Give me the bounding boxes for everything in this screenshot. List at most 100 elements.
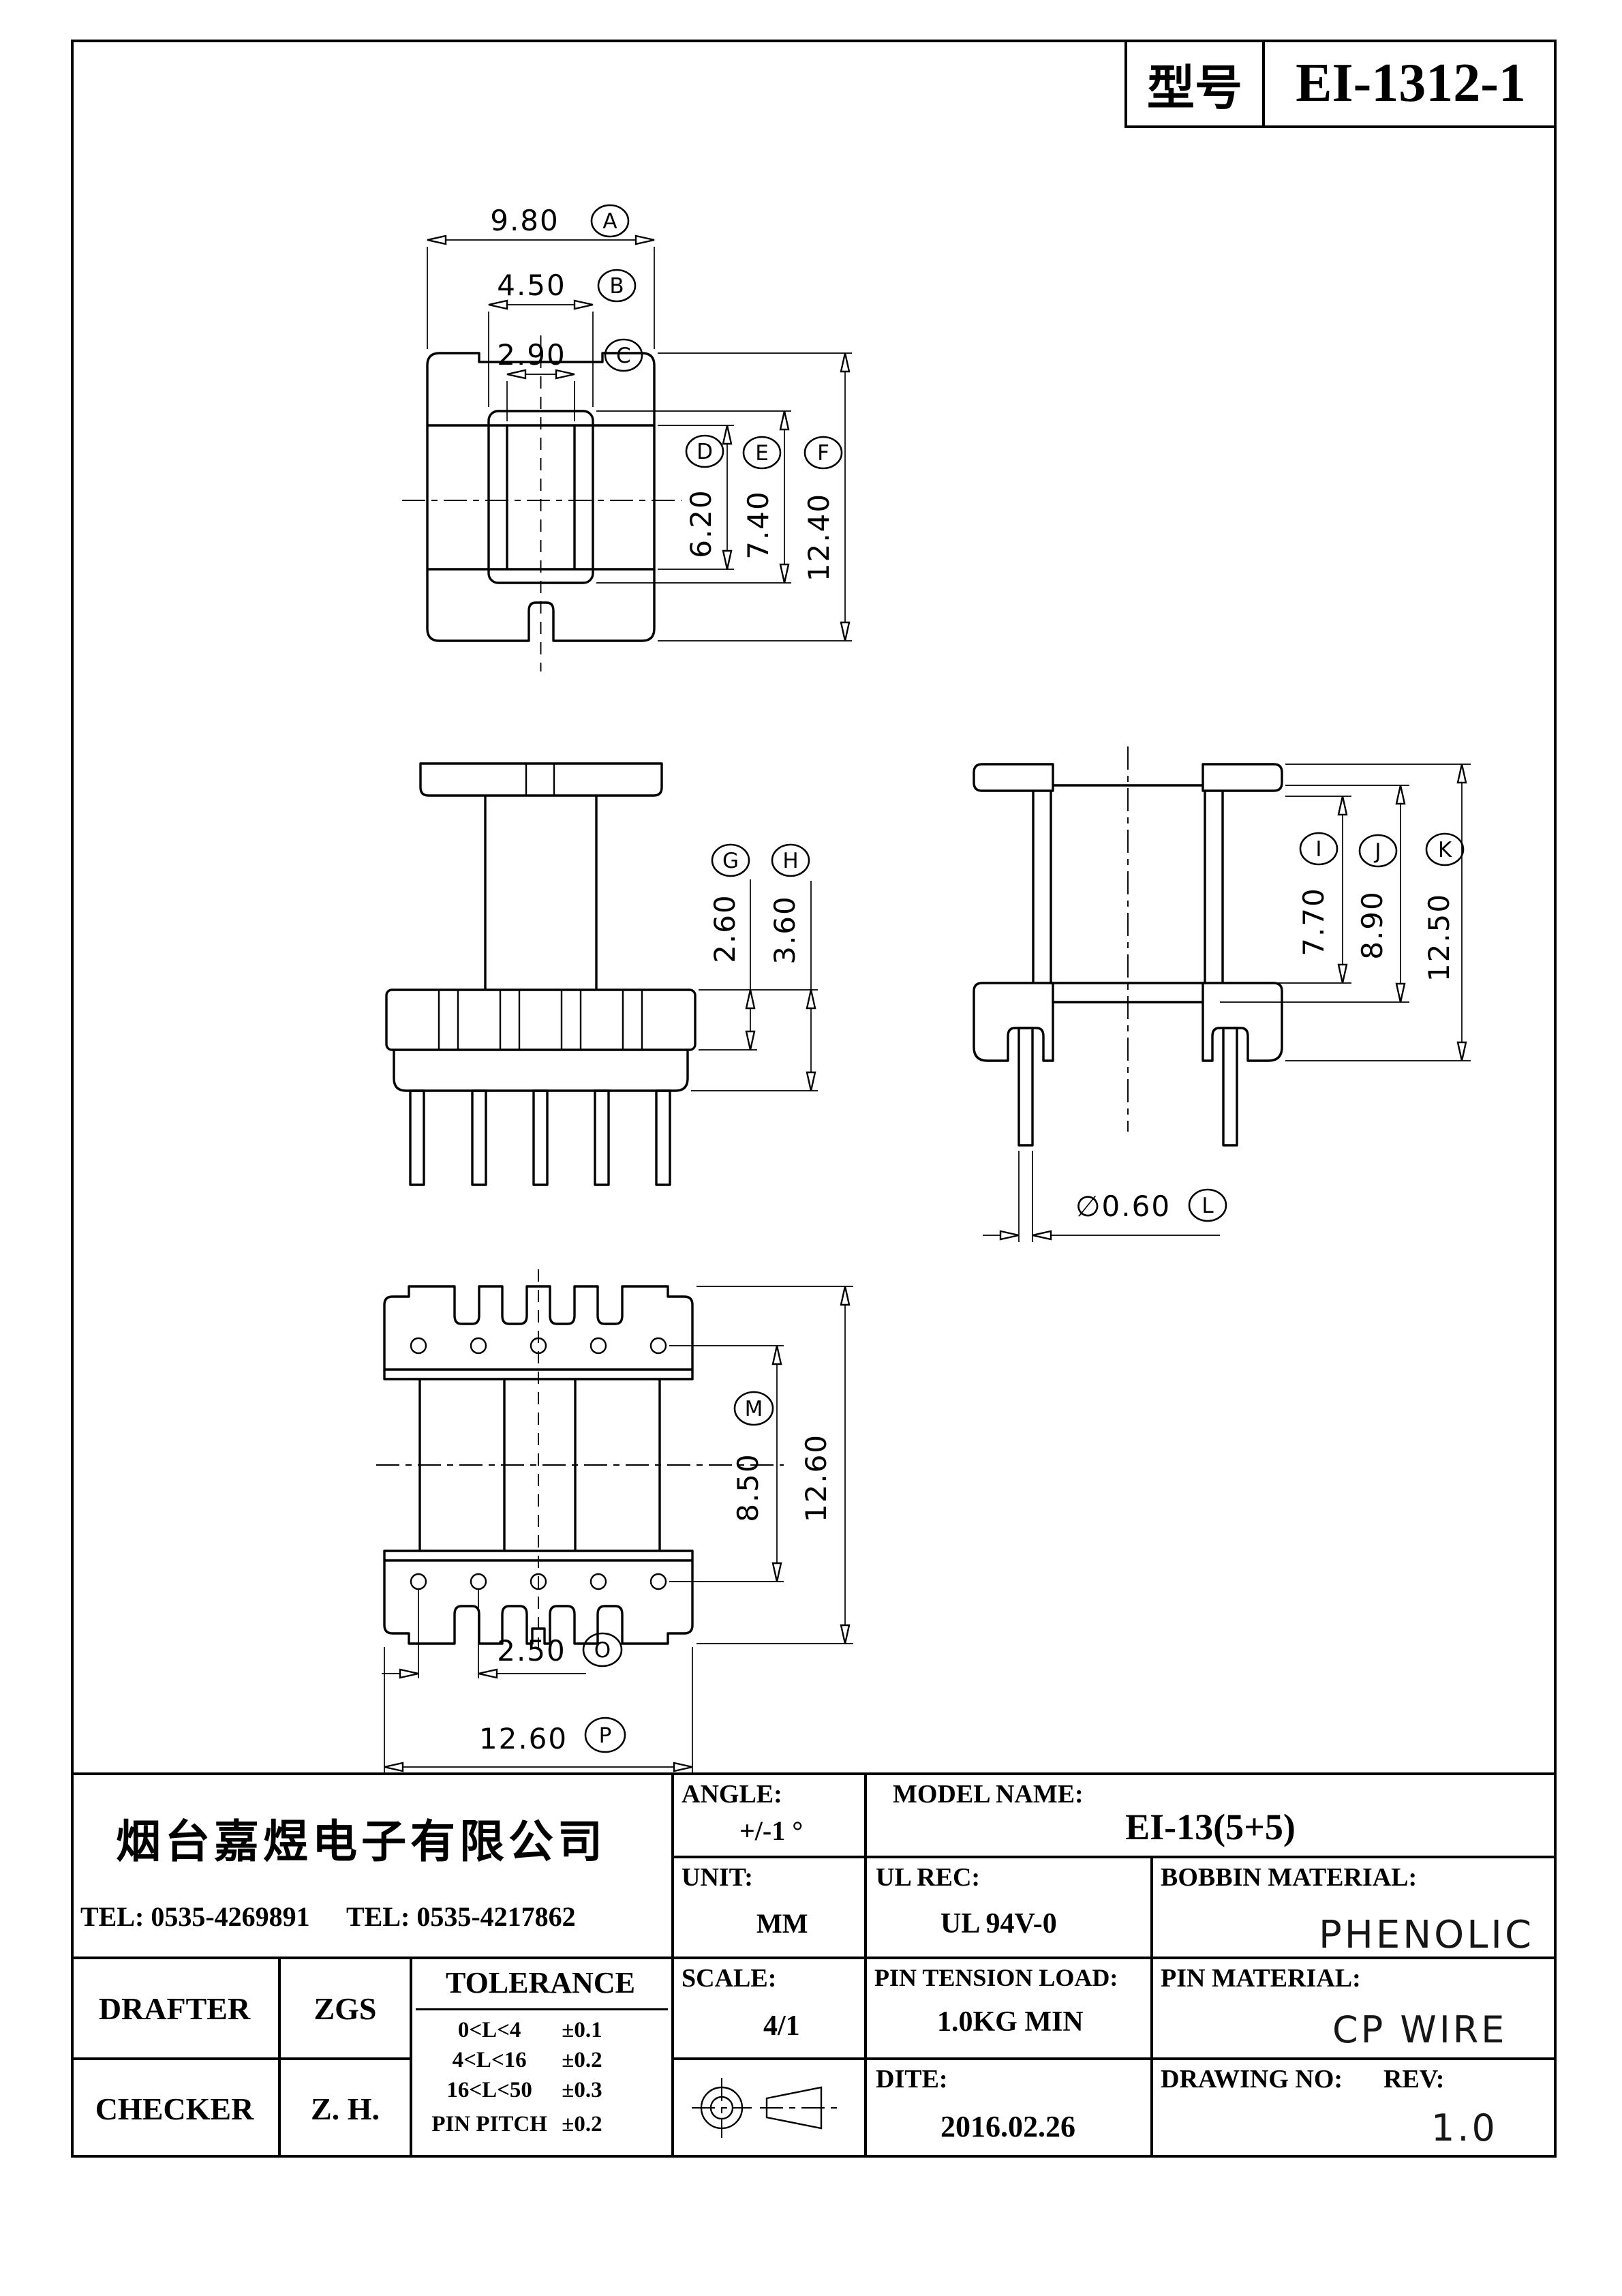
company-tel-2: TEL: 0535-4217862: [346, 1901, 576, 1932]
dim-letter-I-bubble: [1299, 832, 1338, 866]
dim-letter-A: A: [602, 209, 617, 234]
dim-letter-O-bubble: [582, 1632, 623, 1667]
table-col-line-4: [278, 1957, 281, 2158]
bottom-view-dimension-lines: [382, 1286, 853, 1772]
titleblock-vline-left: [1124, 40, 1127, 128]
top-view-drawing: 9.80 A 4.50 B 2.90 C D 6.20 E 7.40 F 12.…: [402, 204, 852, 671]
table-col-line-2: [864, 1772, 867, 2158]
company-tel-1: TEL: 0535-4269891: [80, 1901, 310, 1932]
top-view-centerlines: [402, 335, 682, 671]
left-pedestal: [973, 982, 1054, 1062]
model-code-value: EI-1312-1: [1296, 52, 1526, 113]
dim-A-value: 9.80: [490, 204, 560, 237]
dim-letter-C-bubble: [604, 338, 643, 372]
dim-letter-P: P: [599, 1723, 612, 1748]
front-view-dimension-lines: [691, 879, 818, 1091]
model-name-label: MODEL NAME:: [893, 1780, 1084, 1809]
ul-rec-value: UL 94V-0: [940, 1908, 1057, 1939]
dim-overall-value: 12.60: [799, 1434, 833, 1522]
dim-letter-C: C: [616, 344, 631, 368]
dim-B-value: 4.50: [497, 269, 566, 302]
dim-letter-F: F: [817, 441, 829, 466]
right-top-tab: [1202, 763, 1283, 792]
projection-symbol: [692, 2078, 843, 2138]
dim-letter-O: O: [594, 1638, 611, 1663]
front-view-dimension-text: G 2.60 H 3.60: [708, 843, 810, 965]
dim-letter-G-bubble: [711, 843, 750, 877]
bottom-view-centerlines: [376, 1269, 784, 1657]
dim-letter-E-bubble: [742, 436, 782, 470]
dim-letter-M-bubble: [733, 1391, 774, 1426]
dim-L-value: ∅0.60: [1075, 1190, 1171, 1223]
unit-label: UNIT:: [682, 1863, 753, 1892]
side-view-drawing: I 7.70 J 8.90 K 12.50 ∅0.60 L: [973, 746, 1471, 1242]
dim-letter-L: L: [1202, 1194, 1214, 1218]
table-row-line-2: [71, 1957, 1557, 1959]
tolerance-row-4: PIN PITCH ±0.2: [417, 2112, 667, 2137]
front-view-drawing: G 2.60 H 3.60: [385, 762, 818, 1186]
dim-letter-F-bubble: [804, 436, 843, 470]
pin-strip: [393, 1050, 689, 1092]
checker-value: Z. H.: [311, 2091, 380, 2126]
side-pin-right: [1222, 1027, 1238, 1147]
side-pin-left: [1017, 1027, 1034, 1147]
dim-letter-E: E: [755, 441, 769, 466]
pin-tension-value: 1.0KG MIN: [937, 2006, 1084, 2038]
dim-C-value: 2.90: [497, 338, 566, 372]
bobbin-body-outline: [426, 352, 656, 642]
bottom-view-dimension-text: M 8.50 12.60 2.50 O 12.60 P: [479, 1391, 833, 1755]
table-col-line-5: [410, 1957, 412, 2158]
tolerance-underline: [416, 2008, 668, 2010]
pin-5: [655, 1089, 671, 1186]
tolerance-range: 16<L<50: [446, 2078, 532, 2102]
dim-K-value: 12.50: [1422, 893, 1456, 982]
tolerance-row-3: 16<L<50 ±0.3: [417, 2078, 667, 2103]
checker-label: CHECKER: [95, 2091, 254, 2126]
tolerance-value: ±0.3: [562, 2078, 602, 2102]
rev-value: 1.0: [1431, 2106, 1498, 2149]
dim-letter-B: B: [609, 274, 624, 299]
pin-4: [594, 1089, 610, 1186]
date-value: 2016.02.26: [940, 2110, 1075, 2143]
top-view-dimension-lines: [427, 235, 852, 641]
dim-H-value: 3.60: [768, 895, 801, 965]
scale-label: SCALE:: [682, 1964, 777, 1993]
angle-label: ANGLE:: [682, 1780, 782, 1809]
table-row-line-1: [671, 1856, 1557, 1858]
top-flange-edge: [419, 762, 663, 797]
dim-E-value: 7.40: [741, 490, 775, 560]
rev-label: REV:: [1383, 2065, 1445, 2094]
drafter-value: ZGS: [313, 1991, 377, 2026]
dim-letter-G: G: [722, 849, 739, 873]
drawing-no-label: DRAWING NO:: [1161, 2065, 1343, 2094]
bobbin-material-label: BOBBIN MATERIAL:: [1161, 1863, 1418, 1892]
dim-letter-J: J: [1373, 839, 1381, 864]
dim-O-value: 2.50: [497, 1634, 566, 1667]
angle-value: +/-1 °: [739, 1815, 804, 1846]
top-view-outline: [426, 352, 656, 642]
side-view-outline: [973, 763, 1283, 1147]
tolerance-range: 0<L<4: [457, 2018, 521, 2042]
dim-D-value: 6.20: [684, 489, 718, 558]
dim-letter-A-bubble: [590, 204, 630, 238]
right-pedestal: [1202, 982, 1283, 1062]
company-name: 烟台嘉煜电子有限公司: [116, 1817, 607, 1867]
front-view-outline: [385, 762, 697, 1186]
dim-letter-H: H: [782, 849, 798, 873]
third-angle-projection-icon: [692, 2078, 843, 2138]
tolerance-value: ±0.1: [562, 2018, 602, 2042]
dim-letter-D-bubble: [685, 434, 724, 468]
pin-comb-base: [385, 988, 697, 1051]
side-view-dimension-text: I 7.70 J 8.90 K 12.50 ∅0.60 L: [1075, 832, 1465, 1223]
dim-J-value: 8.90: [1356, 890, 1389, 960]
pin-1: [409, 1089, 425, 1186]
side-view-dimension-lines: [983, 764, 1471, 1242]
pin-3: [532, 1089, 549, 1186]
scale-value: 4/1: [763, 2010, 800, 2042]
tolerance-title: TOLERANCE: [446, 1965, 635, 1999]
bobbin-material-value: PHENOLIC: [1319, 1913, 1535, 1957]
upper-comb-flange: [383, 1285, 694, 1380]
lower-comb-flange: [383, 1550, 694, 1645]
tolerance-range: PIN PITCH: [431, 2112, 547, 2136]
